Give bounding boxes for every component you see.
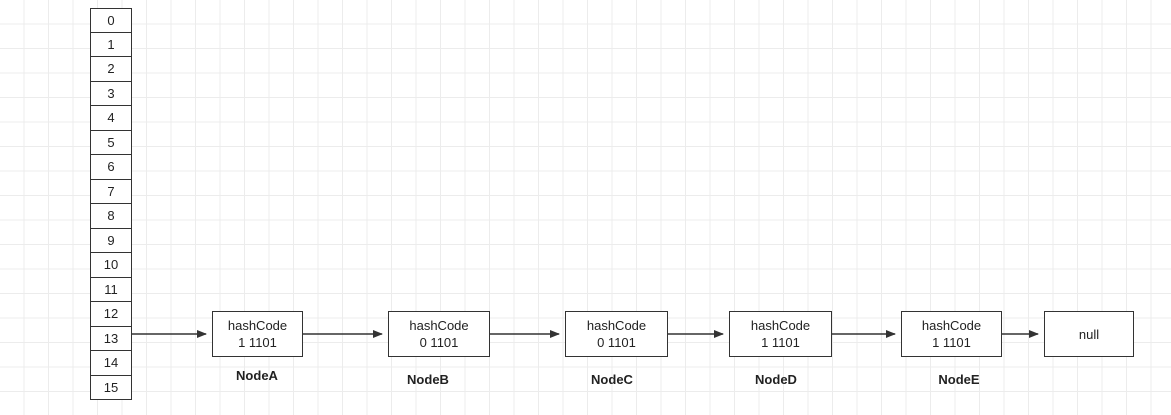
node-c-label: NodeC bbox=[591, 372, 633, 387]
bucket-array: 0 1 2 3 4 5 6 7 8 9 10 11 12 13 14 15 bbox=[90, 8, 132, 400]
null-terminal-text: null bbox=[1078, 326, 1100, 342]
node-a-hash-bits: 1 1101 bbox=[238, 335, 277, 350]
bucket-cell: 6 bbox=[90, 155, 132, 180]
node-a-field-name: hashCode bbox=[227, 318, 288, 333]
bucket-cell: 11 bbox=[90, 277, 132, 302]
node-a-label: NodeA bbox=[236, 368, 278, 383]
node-c-hash-bits: 0 1101 bbox=[597, 335, 636, 350]
node-b: hashCode 0 1101 bbox=[388, 311, 490, 357]
bucket-cell: 0 bbox=[90, 8, 132, 33]
bucket-cell: 5 bbox=[90, 130, 132, 155]
node-c-field-name: hashCode bbox=[586, 318, 647, 333]
bucket-cell: 13 bbox=[90, 326, 132, 351]
node-b-hash-bits: 0 1101 bbox=[419, 335, 459, 350]
bucket-cell: 8 bbox=[90, 204, 132, 229]
bucket-cell: 15 bbox=[90, 375, 132, 400]
node-b-label: NodeB bbox=[407, 372, 449, 387]
node-e-hash-bits: 1 1101 bbox=[932, 335, 971, 350]
node-c: hashCode 0 1101 bbox=[565, 311, 668, 357]
bucket-cell: 9 bbox=[90, 228, 132, 253]
bucket-cell: 12 bbox=[90, 302, 132, 327]
node-a: hashCode 1 1101 bbox=[212, 311, 303, 357]
bucket-cell: 1 bbox=[90, 32, 132, 57]
bucket-cell: 4 bbox=[90, 106, 132, 131]
bucket-cell: 3 bbox=[90, 81, 132, 106]
node-e-label: NodeE bbox=[938, 372, 980, 387]
node-d: hashCode 1 1101 bbox=[729, 311, 832, 357]
node-e-field-name: hashCode bbox=[921, 318, 982, 333]
bucket-cell: 7 bbox=[90, 179, 132, 204]
node-d-field-name: hashCode bbox=[750, 318, 811, 333]
node-d-label: NodeD bbox=[755, 372, 797, 387]
bucket-cell: 2 bbox=[90, 57, 132, 82]
node-b-field-name: hashCode bbox=[409, 318, 469, 333]
bucket-cell: 14 bbox=[90, 351, 132, 376]
node-e: hashCode 1 1101 bbox=[901, 311, 1002, 357]
bucket-cell: 10 bbox=[90, 253, 132, 278]
null-terminal: null bbox=[1044, 311, 1134, 357]
node-d-hash-bits: 1 1101 bbox=[761, 335, 800, 350]
